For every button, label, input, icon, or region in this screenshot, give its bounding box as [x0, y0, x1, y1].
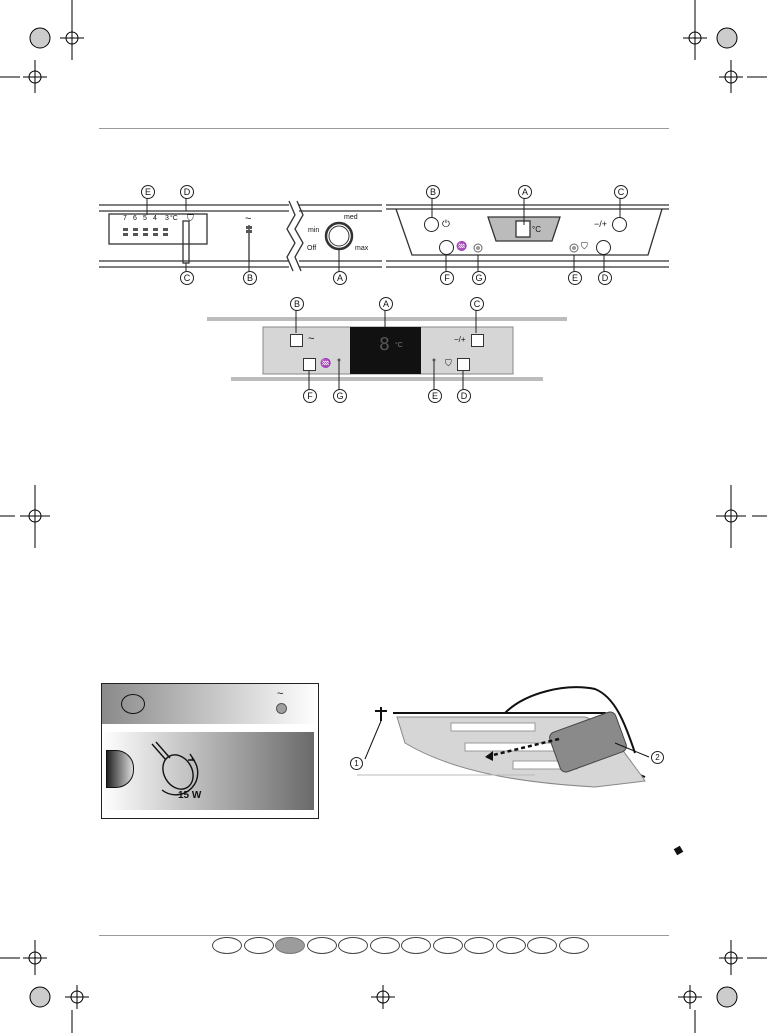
scale-6: 6	[133, 215, 137, 222]
callout-a: A	[379, 297, 393, 311]
callout-b: B	[426, 185, 440, 199]
button-f-fastfreeze[interactable]	[439, 240, 454, 255]
half-bulb	[106, 750, 134, 788]
scale-5: 5	[143, 215, 147, 222]
callout-f: F	[303, 389, 317, 403]
language-tab[interactable]	[495, 937, 526, 954]
scale-4: 4	[153, 215, 157, 222]
button-b-onoff[interactable]	[424, 217, 439, 232]
scale-7: 7	[123, 215, 127, 222]
plus-minus-label-b: −/+	[594, 219, 608, 229]
language-tab[interactable]	[243, 937, 274, 954]
callout-e: E	[428, 389, 442, 403]
panel-c-outline	[207, 310, 567, 390]
callout-a: A	[518, 185, 532, 199]
callout-1: 1	[350, 757, 363, 770]
supercool-icon-c: ⛉	[445, 358, 452, 368]
indicator-lamp	[276, 703, 287, 714]
language-tab[interactable]	[464, 937, 494, 954]
language-tab[interactable]	[432, 937, 463, 954]
knob-label-min: min	[308, 227, 320, 234]
language-tabs	[212, 937, 592, 957]
knob-label-off: Off	[307, 245, 317, 252]
bulb-rotation-icon	[151, 741, 199, 796]
bulb-cover	[102, 732, 314, 810]
language-tab[interactable]	[401, 937, 431, 954]
callout-c: C	[180, 271, 194, 285]
bulb-icon	[121, 694, 145, 714]
thermostat-knob[interactable]	[326, 223, 352, 249]
control-panel-c: ~ 8 °C −/+ ♒ ⛉ B A C F G E D	[207, 297, 567, 409]
language-tab[interactable]	[527, 937, 557, 954]
button-f-fastfreeze[interactable]	[303, 358, 316, 371]
callout-b: B	[290, 297, 304, 311]
callout-d: D	[457, 389, 471, 403]
language-tab[interactable]	[369, 937, 400, 954]
panel-a-outline	[99, 198, 382, 273]
button-c-plusminus[interactable]	[471, 334, 484, 347]
callout-2: 2	[651, 751, 664, 764]
fastfreeze-icon-c: ♒	[320, 358, 332, 368]
power-icon: ⏻	[442, 219, 450, 230]
lamp-cover-removal-figure: 1 2	[345, 683, 675, 793]
wave-symbol-c: ~	[308, 333, 315, 345]
display-unit-c: °C	[395, 342, 403, 349]
panel-b-outline	[386, 198, 669, 273]
bulb-wattage: 15 W	[178, 790, 202, 801]
bottom-rule	[99, 935, 669, 936]
scale-3: 3	[165, 215, 169, 222]
fastfreeze-icon: ♒	[456, 241, 468, 251]
language-tab[interactable]	[306, 937, 337, 954]
language-tab[interactable]	[338, 937, 368, 954]
callout-f: F	[440, 271, 454, 285]
callout-b: B	[243, 271, 257, 285]
language-tab-active[interactable]	[275, 937, 305, 954]
bulb-replacement-figure: ~ 15 W	[101, 683, 319, 819]
callout-c: C	[470, 297, 484, 311]
button-d-supercool[interactable]	[457, 358, 470, 371]
control-panel-b: ⏻ °C −/+ ♒ ⛉ B A C F G E D	[386, 185, 669, 285]
callout-e: E	[568, 271, 582, 285]
supercool-icon-b: ⛉	[581, 241, 588, 251]
wave-symbol-bulb: ~	[277, 688, 284, 700]
button-d-supercool[interactable]	[596, 240, 611, 255]
language-tab[interactable]	[212, 937, 242, 954]
display-unit-b: °C	[532, 225, 541, 234]
callout-c: C	[614, 185, 628, 199]
control-panel-a: E D C B A 7 6 5 4 3 °C ⛉ ~ min med max O…	[99, 185, 382, 285]
callout-d: D	[598, 271, 612, 285]
callout-g: G	[472, 271, 486, 285]
button-b-onoff[interactable]	[290, 334, 303, 347]
callout-a: A	[333, 271, 347, 285]
callout-e: E	[141, 185, 155, 199]
shelf-diagram	[357, 686, 650, 788]
knob-label-med: med	[344, 214, 358, 221]
callout-g: G	[333, 389, 347, 403]
plus-minus-label-c: −/+	[454, 335, 466, 344]
top-rule	[99, 128, 669, 129]
scale-unit: °C	[170, 215, 178, 222]
supercool-icon: ⛉	[187, 213, 194, 223]
button-c-plusminus[interactable]	[612, 217, 627, 232]
callout-d: D	[180, 185, 194, 199]
wave-symbol: ~	[245, 213, 252, 225]
knob-label-max: max	[355, 245, 369, 252]
display-digit: 8	[379, 334, 390, 355]
language-tab[interactable]	[558, 937, 589, 954]
